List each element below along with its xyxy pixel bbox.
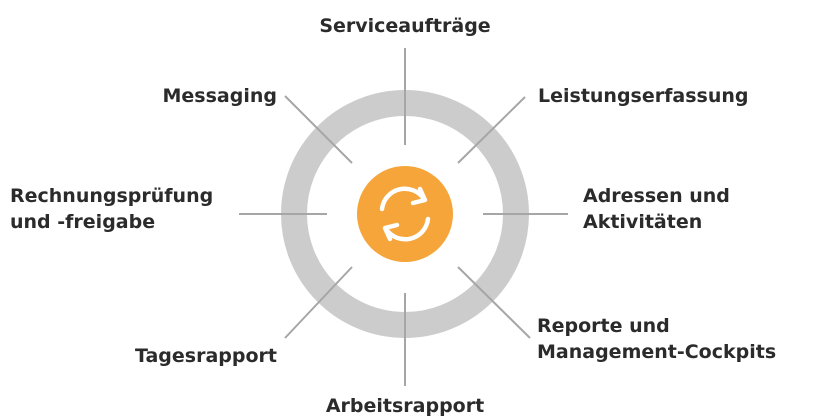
connector-top-right [457, 96, 526, 164]
label-top-right: Leistungserfassung [538, 85, 749, 107]
refresh-cycle-icon [379, 186, 431, 242]
label-right: Adressen und Aktivitäten [583, 185, 730, 233]
center-circle [357, 166, 453, 262]
connector-bottom-left [284, 266, 353, 339]
label-bottom-right: Reporte und Management-Cockpits [537, 315, 777, 363]
label-bottom-left: Tagesrapport [134, 345, 277, 367]
label-top: Serviceaufträge [319, 15, 491, 37]
connector-bottom-right [457, 266, 531, 339]
label-top-left: Messaging [162, 85, 277, 107]
label-bottom: Arbeitsrapport [325, 395, 485, 417]
connector-top-left [284, 95, 353, 164]
label-left: Rechnungsprüfung und -freigabe [10, 185, 214, 233]
